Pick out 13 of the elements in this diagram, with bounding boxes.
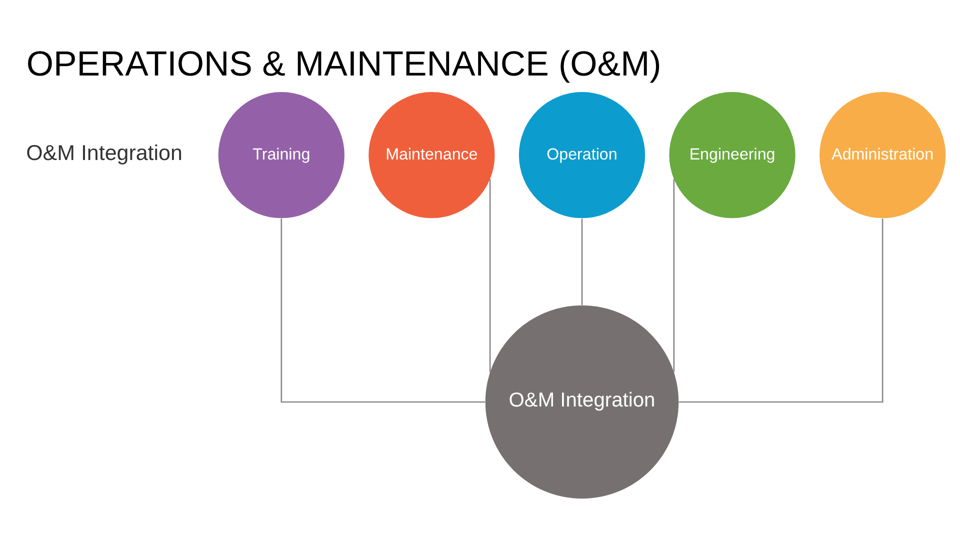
label: O&M Integration [26,140,182,165]
node-circle: O&M Integration [485,304,679,498]
node-circle: Maintenance [368,92,495,218]
node-circle: Training [218,92,344,218]
node-circle: Operation [518,92,646,218]
connector [280,218,486,402]
connector [673,178,675,372]
connector [678,218,884,402]
diagram-title: OPERATIONS & MAINTENANCE (O&M) [26,44,662,84]
connector [581,218,583,305]
node-circle: Engineering [669,92,796,218]
node-circle: Administration [820,92,946,218]
connector [489,178,491,372]
